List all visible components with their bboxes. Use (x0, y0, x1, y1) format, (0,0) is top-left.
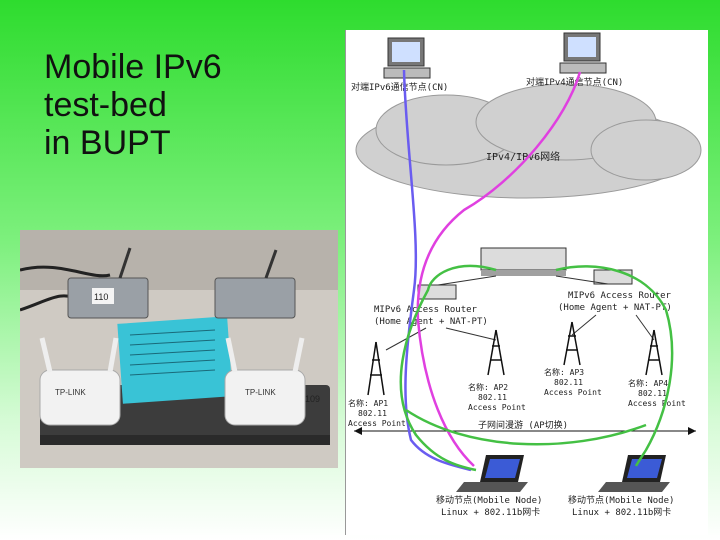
roaming-arrow (354, 427, 696, 435)
cn-right-label: 对端IPv4通信节点(CN) (526, 76, 623, 88)
network-diagram: IPv4/IPv6网络 对端IPv6通信节点(CN) 对端IPv4通信节点(CN… (345, 30, 708, 535)
sticker-left: 110 (94, 292, 108, 302)
ap-right-brand: TP-LINK (245, 388, 276, 397)
ap1-tower (367, 341, 385, 396)
ap1-name: 名称: AP1 (348, 398, 388, 408)
cn-left-label: 对端IPv6通信节点(CN) (351, 81, 448, 93)
title-line-1: Mobile IPv6 (44, 48, 222, 86)
mn-right-laptop (598, 455, 670, 492)
ap1-role: Access Point (348, 419, 406, 428)
title-line-3: in BUPT (44, 124, 171, 162)
router-right-line2: (Home Agent + NAT-PT) (558, 303, 672, 313)
title-line-2: test-bed (44, 86, 167, 124)
ap-left-brand: TP-LINK (55, 388, 86, 397)
testbed-photo: 110 TP-LINK TP-LINK 109 (20, 230, 338, 468)
ap4-role: Access Point (628, 399, 686, 408)
slide-title: Mobile IPv6 test-bed in BUPT (44, 48, 222, 162)
ap4-tower (645, 329, 663, 376)
ap3-tower (563, 321, 581, 366)
mn-left-line2: Linux + 802.11b网卡 (441, 506, 540, 518)
ap2-role: Access Point (468, 403, 526, 412)
ap4-std: 802.11 (638, 389, 667, 398)
mn-right-line1: 移动节点(Mobile Node) (568, 494, 674, 506)
ap2-tower (487, 329, 505, 376)
sticker-right: 109 (305, 394, 320, 404)
cloud-shape (355, 83, 702, 199)
cloud-label: IPv4/IPv6网络 (486, 150, 560, 163)
green-path-left (399, 264, 497, 472)
mn-left-laptop (456, 455, 528, 492)
green-path-bottom (405, 408, 647, 446)
magenta-path (416, 71, 582, 467)
center-switch (480, 247, 567, 276)
ap3-role: Access Point (544, 388, 602, 397)
ap3-name: 名称: AP3 (544, 367, 584, 377)
cn-right-computer (559, 32, 607, 74)
mn-left-line1: 移动节点(Mobile Node) (436, 494, 542, 506)
router-right-line1: MIPv6 Access Router (568, 291, 672, 301)
green-path-right (555, 265, 674, 467)
router-right (593, 269, 633, 285)
router-left-line1: MIPv6 Access Router (374, 305, 478, 315)
testbed-photo-drawing: 110 TP-LINK TP-LINK 109 (20, 230, 338, 468)
ap3-std: 802.11 (554, 378, 583, 387)
ap2-std: 802.11 (478, 393, 507, 402)
ap1-std: 802.11 (358, 409, 387, 418)
mn-right-line2: Linux + 802.11b网卡 (572, 506, 671, 518)
wired-links (385, 275, 655, 351)
roaming-label: 子网间漫游 (AP切换) (478, 419, 568, 431)
ap2-name: 名称: AP2 (468, 382, 508, 392)
network-diagram-drawing: IPv4/IPv6网络 对端IPv6通信节点(CN) 对端IPv4通信节点(CN… (348, 32, 702, 518)
router-left-line2: (Home Agent + NAT-PT) (374, 317, 488, 327)
ap4-name: 名称: AP4 (628, 378, 668, 388)
cn-left-computer (383, 37, 431, 79)
